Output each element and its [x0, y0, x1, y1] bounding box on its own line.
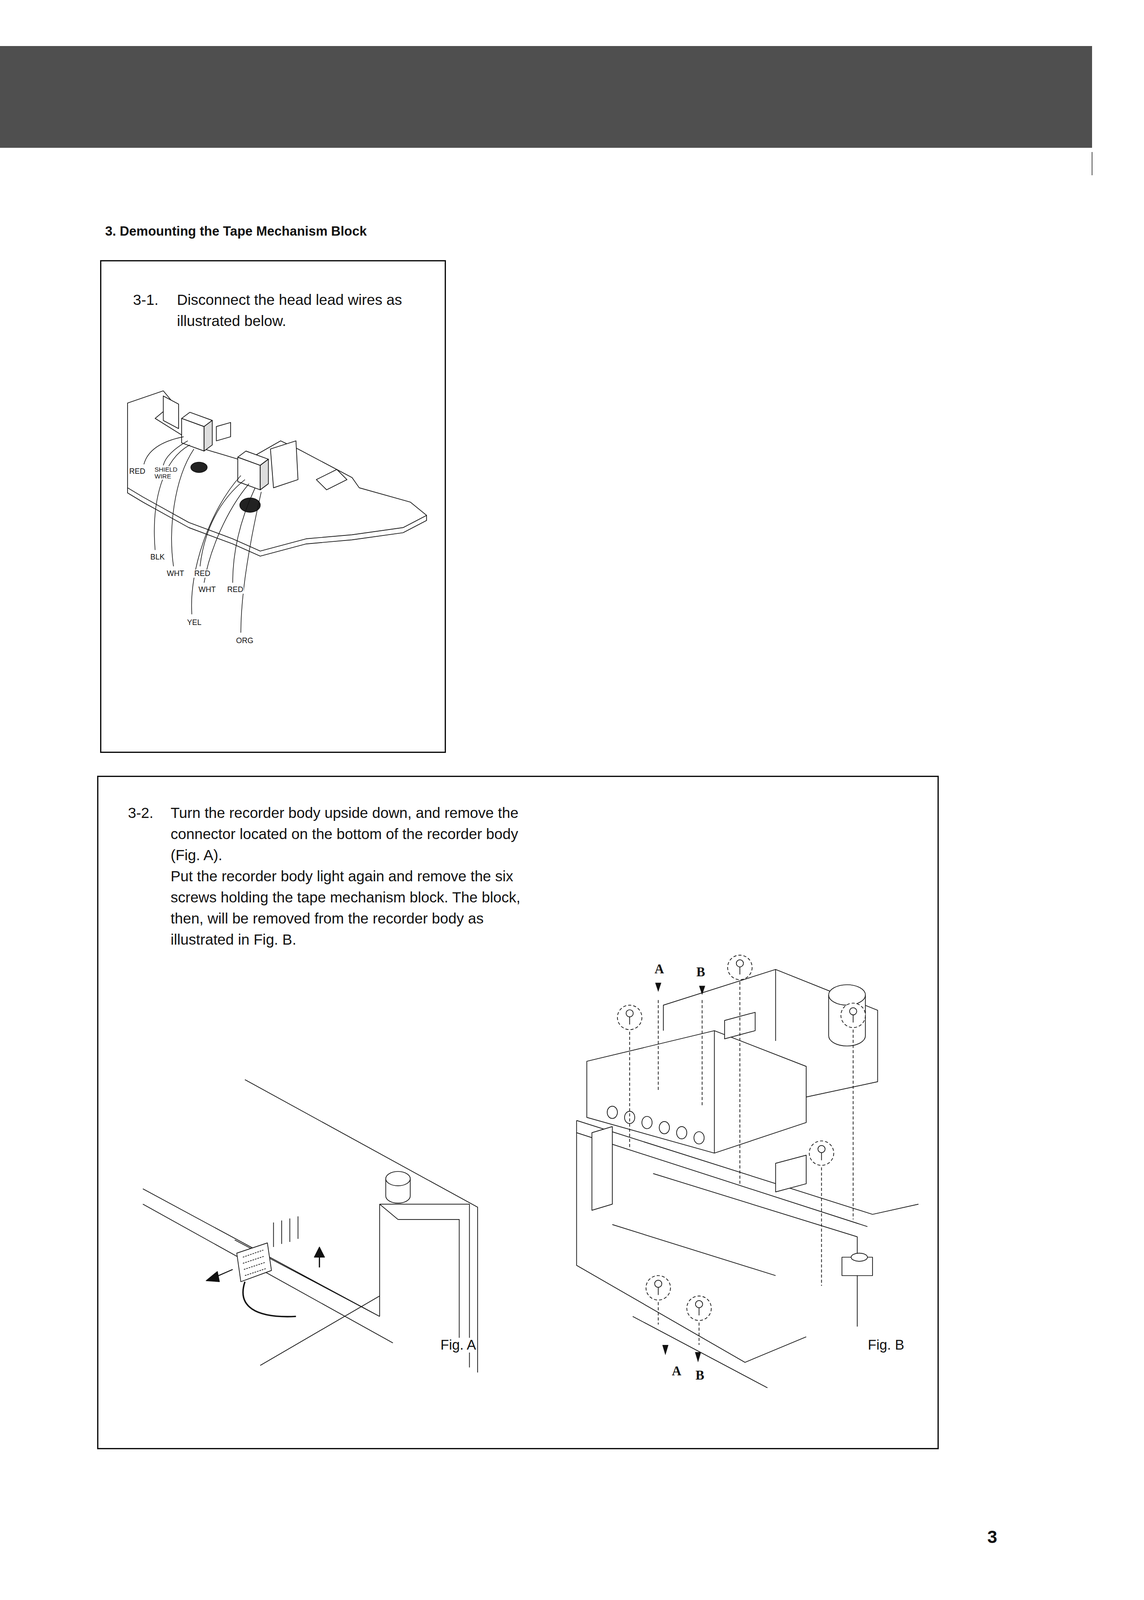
connector: [236, 1242, 272, 1282]
pull-arrow-head: [206, 1271, 220, 1282]
line-art: [127, 391, 919, 1389]
foot-top: [385, 1171, 411, 1186]
wire-color-label: WHT: [198, 585, 217, 594]
chassis-part: [775, 1155, 807, 1193]
head-side: [203, 420, 212, 452]
head-bracket: [270, 440, 298, 488]
pointer-arrows: [654, 982, 705, 1363]
step-text: Put the recorder body light again and re…: [170, 865, 526, 951]
screw-hole-callout: A: [654, 962, 665, 977]
chassis: [576, 1120, 919, 1388]
pull-arrow: [216, 1269, 233, 1277]
wire-color-label: RED: [193, 569, 211, 578]
motor-top: [828, 984, 866, 1006]
page-number: 3: [986, 1527, 998, 1547]
figure-caption: Fig. B: [867, 1337, 905, 1353]
wire-color-label: YEL: [186, 618, 202, 627]
chassis-lines: [260, 1296, 380, 1366]
margin-tick: [1091, 152, 1093, 176]
head-bracket: [163, 396, 179, 429]
head-assembly: [127, 391, 427, 634]
step-text: Turn the recorder body upside down, and …: [170, 802, 526, 866]
instruction-box: 3-1.Disconnect the head lead wires as il…: [100, 260, 446, 753]
header-pins: [273, 1216, 299, 1248]
wire-color-label: RED: [128, 467, 146, 476]
wire-bundle: [242, 1281, 296, 1317]
wire-color-label: RED: [226, 585, 244, 594]
screw-hole-callout: A: [671, 1364, 682, 1379]
wire-color-label: ORG: [235, 636, 254, 645]
screw-paths: [629, 981, 854, 1346]
lead-wires: [144, 436, 262, 633]
key-buttons: [607, 1106, 705, 1144]
head-pad: [216, 422, 231, 441]
head-side: [260, 459, 269, 490]
fig-a-drawing: [142, 1079, 478, 1373]
screw-hole-callout: B: [695, 965, 706, 980]
connector-pins: [242, 1249, 267, 1276]
mechanism-body: [586, 1030, 807, 1154]
chassis-bracket: [592, 1126, 613, 1211]
step-number: 3-2.: [127, 802, 171, 866]
section-heading: 3. Demounting the Tape Mechanism Block: [105, 223, 367, 240]
chassis-lines: [142, 1188, 393, 1343]
fig-b-drawing: [576, 955, 919, 1389]
figure-caption: Fig. A: [440, 1337, 477, 1353]
head-screw: [190, 462, 208, 473]
step-number: 3-1.: [133, 289, 177, 332]
instruction-box: 3-2.Turn the recorder body upside down, …: [97, 775, 939, 1450]
plate-tab: [316, 469, 347, 490]
wire-color-label: WHT: [166, 569, 185, 578]
head-plate: [127, 391, 427, 552]
wire-color-label: BLK: [149, 553, 166, 562]
header-band: [0, 46, 1093, 148]
lift-arrow-head: [314, 1247, 325, 1258]
wire-label: SHIELD WIRE: [154, 466, 179, 480]
screw-hole-callout: B: [695, 1368, 705, 1383]
chassis-post: [850, 1253, 868, 1262]
screws: [617, 955, 866, 1321]
mechanism-deck: [663, 969, 878, 1154]
chassis-edge: [244, 1079, 478, 1373]
step-text: Disconnect the head lead wires as illust…: [176, 289, 435, 332]
